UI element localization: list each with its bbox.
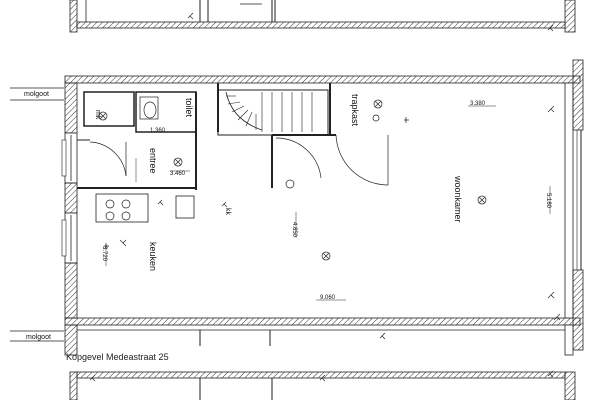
light-fixture-icon [477, 195, 487, 205]
socket-icon [285, 179, 295, 189]
switch-icon [221, 201, 228, 208]
dim-kitchen-depth: 3.720 [101, 246, 107, 262]
room-label-entree: entree [148, 148, 158, 174]
dim-toilet-width: 1.360 [150, 128, 166, 134]
light-fixture-icon [173, 157, 183, 167]
molgoot-label-top: molgoot [24, 91, 49, 98]
room-label-mk: mk [94, 110, 101, 120]
switch-icon [547, 291, 555, 299]
switch-icon [547, 105, 555, 113]
switch-icon [379, 332, 386, 340]
room-label-trapkast: trapkast [350, 94, 360, 127]
light-fixture-icons [98, 99, 487, 261]
light-fixture-icon [373, 99, 383, 109]
dim-height-left: 5.180 [545, 193, 551, 209]
dim-depth-mid: 4.850 [291, 222, 297, 238]
interior-walls [77, 83, 336, 190]
switch-icons [89, 12, 561, 382]
switch-icon [119, 239, 127, 247]
doors [89, 134, 389, 186]
socket-icon [404, 117, 409, 123]
room-label-woonkamer: woonkamer [453, 175, 463, 223]
molgoot-label-bottom: molgoot [26, 334, 51, 341]
lower-unit-walls [0, 324, 600, 400]
dim-entree-width: 3.460 [170, 171, 186, 177]
light-fixture-icon [321, 251, 331, 261]
molgoot-top: molgoot [10, 87, 64, 101]
socket-icon [372, 114, 380, 122]
room-label-keuken: keuken [148, 242, 158, 271]
room-label-toilet: toilet [184, 98, 194, 118]
dimension-lines [105, 105, 551, 301]
main-unit-walls [64, 59, 584, 351]
switch-icon [187, 12, 194, 20]
molgoot-bottom: molgoot [10, 330, 64, 342]
upper-unit-walls [69, 0, 576, 33]
switch-icon [553, 313, 561, 321]
kitchen-fixtures [95, 96, 195, 223]
room-label-kk: kk [224, 208, 231, 216]
drawing-caption: Kopgevel Medeastraat 25 [66, 352, 169, 362]
light-fixture-icon [98, 111, 108, 121]
dim-living-width: 3.380 [470, 101, 486, 107]
staircase [225, 91, 313, 132]
left-windows [61, 135, 72, 261]
switch-icon [157, 199, 164, 206]
dim-total-width: 9.060 [320, 295, 336, 301]
switch-icon [547, 24, 554, 32]
